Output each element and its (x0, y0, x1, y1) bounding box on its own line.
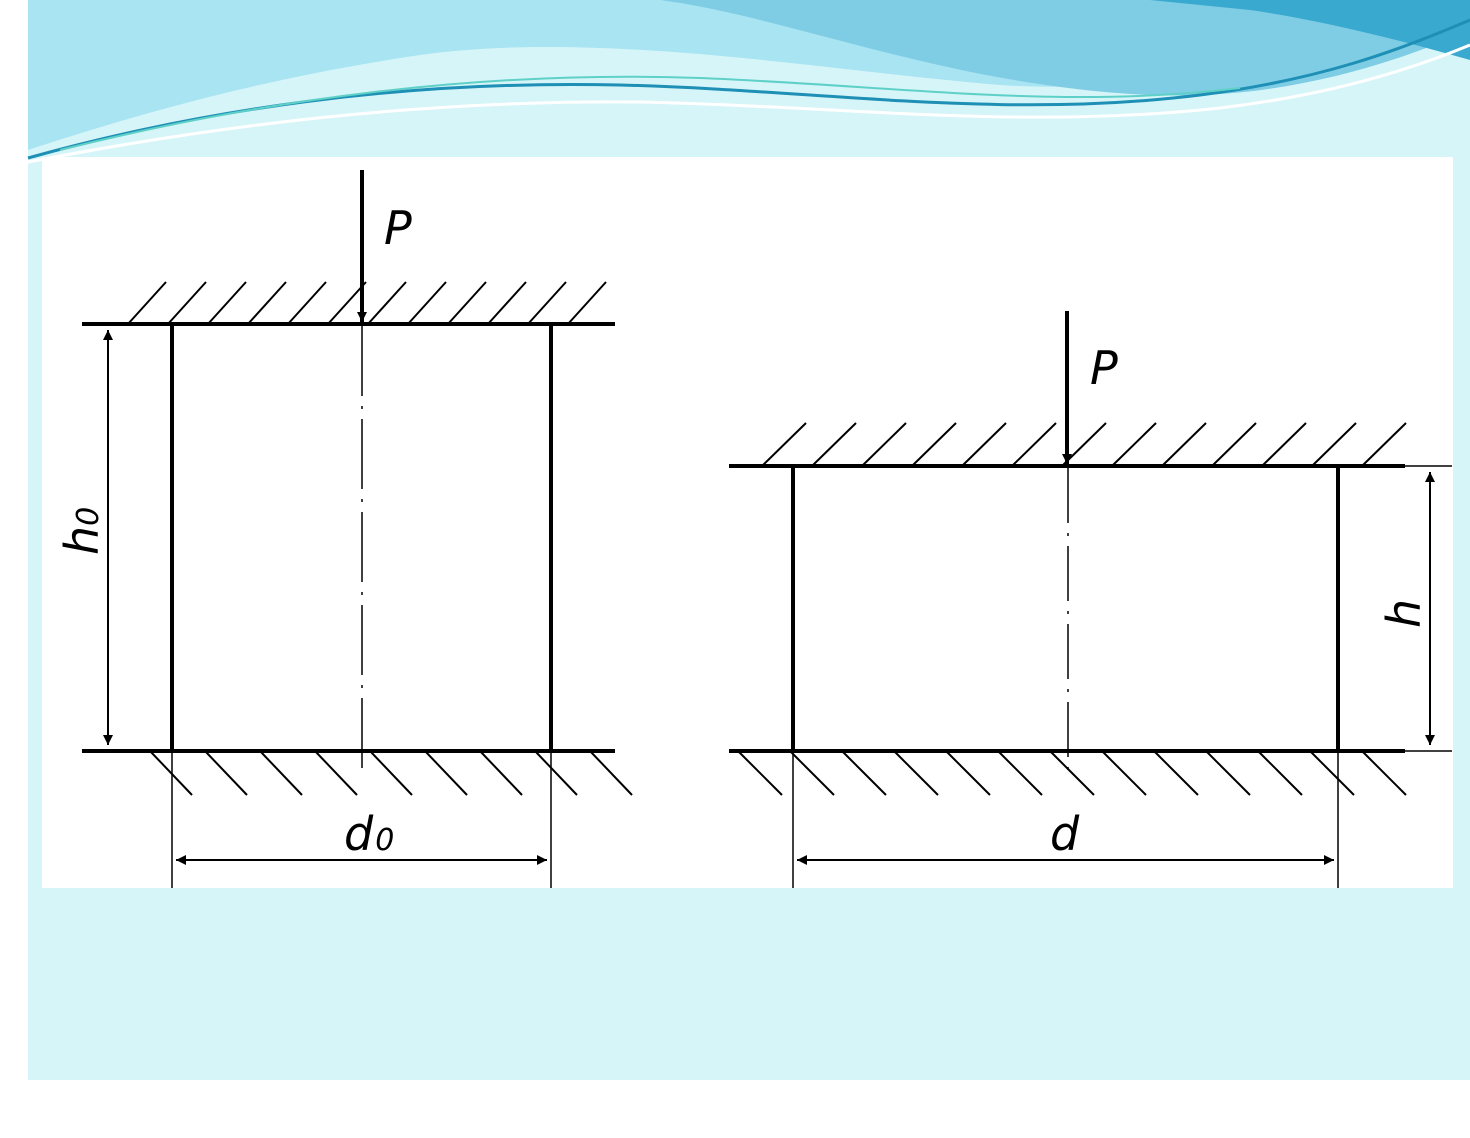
left-diameter-label-main: d (344, 807, 374, 861)
left-force-label: P (384, 201, 412, 255)
figure-panel (42, 157, 1453, 888)
right-force-label: P (1090, 341, 1118, 395)
left-diameter-label-subscript: 0 (375, 823, 394, 858)
right-diameter-label: d (1050, 807, 1080, 861)
right-height-label: h (1377, 599, 1431, 628)
left-height-label-main: h (55, 526, 109, 555)
svg-text:h: h (1377, 599, 1431, 628)
left-height-label-subscript: 0 (71, 507, 106, 526)
